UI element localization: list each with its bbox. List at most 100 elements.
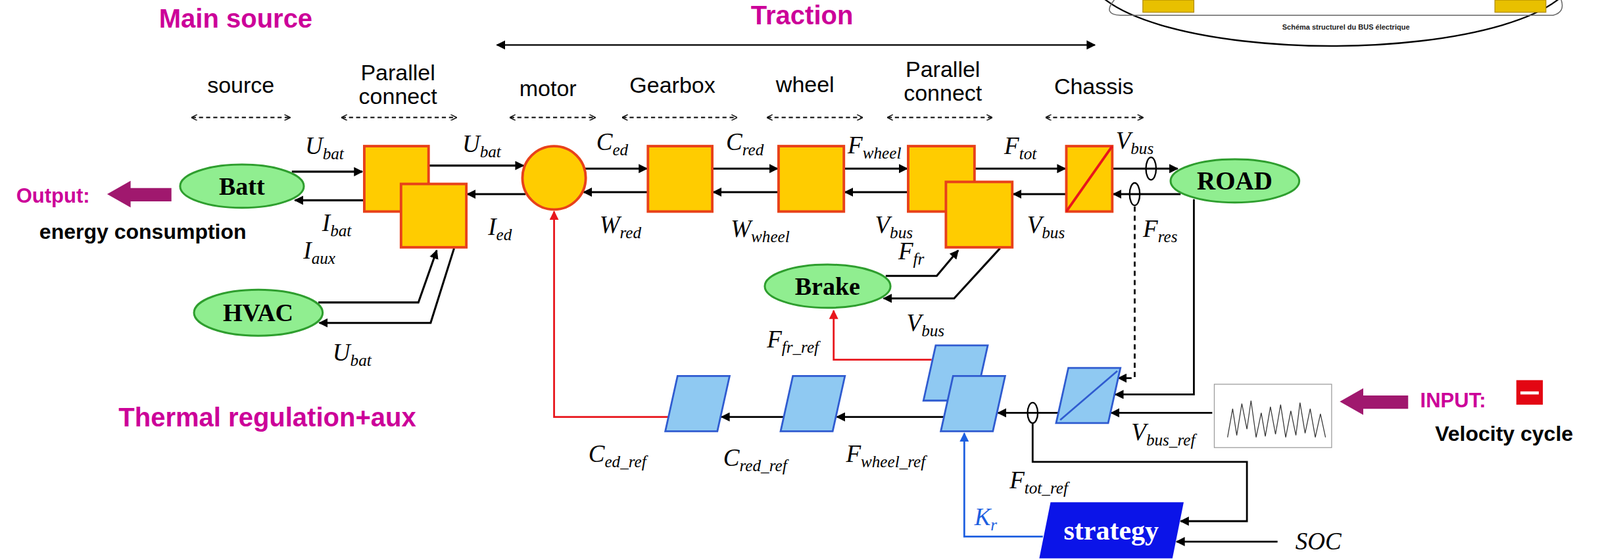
control-blocks	[665, 345, 1121, 431]
sensors	[1027, 157, 1157, 423]
velocity-plot	[1213, 384, 1332, 448]
signal-name: Cred	[726, 129, 764, 159]
span-arrows	[192, 117, 1143, 119]
output-arrow	[107, 180, 172, 208]
span-arrow	[192, 117, 291, 119]
span-arrow	[887, 117, 992, 119]
signal-name: Vbus	[874, 212, 913, 242]
road-source: ROAD	[1168, 157, 1302, 204]
node-label: Brake	[795, 271, 861, 301]
signal-name: Ubat	[305, 133, 344, 163]
signal-name: Wred	[599, 212, 642, 242]
signal-name: Ced	[596, 129, 629, 159]
signal-name: Vbus_ref	[1131, 419, 1195, 449]
signal-name: Cred_ref	[723, 445, 788, 475]
sensor	[1129, 182, 1141, 206]
arrow	[1113, 193, 1181, 196]
signal-name: Fwheel	[847, 132, 901, 162]
arrow	[428, 164, 524, 167]
signal-name: Ffr_ref	[766, 326, 819, 356]
input-arrow	[1339, 387, 1408, 415]
signal-name: Kr	[974, 504, 997, 534]
motor-block	[522, 145, 586, 210]
arrow	[318, 249, 437, 302]
node-label: Batt	[218, 171, 266, 201]
signal-name: Fwheel_ref	[845, 440, 926, 470]
signal-name: Ffr	[898, 238, 924, 268]
span-arrow	[1045, 117, 1143, 119]
arrow	[974, 167, 1066, 170]
arrow	[1118, 206, 1136, 379]
picture-caption: Schéma structurel du BUS électrique	[1282, 23, 1410, 32]
span-arrow	[341, 117, 457, 119]
control-block	[780, 375, 846, 431]
arrow	[845, 190, 909, 193]
arrow	[584, 167, 648, 170]
arrow	[836, 415, 944, 418]
io-tag: INPUT:	[1420, 389, 1487, 412]
picture-frame	[1089, 0, 1574, 47]
node-label: HVAC	[222, 297, 294, 327]
io-description: energy consumption	[39, 220, 247, 244]
arrow	[1115, 199, 1194, 395]
component-label: Parallel connect	[348, 61, 448, 108]
gearbox-block	[647, 145, 713, 212]
arrow	[1176, 540, 1278, 543]
arrow	[319, 247, 455, 323]
span-arrow	[622, 117, 738, 119]
span-arrow	[767, 117, 863, 119]
sensor	[1146, 157, 1157, 180]
component-label: Gearbox	[629, 74, 715, 98]
node-shape	[180, 164, 304, 208]
battery-source: Batt	[178, 163, 306, 210]
accumulation-diagonal	[1066, 145, 1113, 212]
component-label: Chassis	[1054, 74, 1134, 99]
arrow	[291, 170, 363, 173]
arrow	[843, 167, 907, 170]
arrow	[998, 411, 1059, 414]
energy-blocks	[364, 145, 1113, 248]
signal-name: Wwheel	[730, 216, 790, 246]
node-shape	[1040, 503, 1183, 558]
control-arrows	[721, 199, 1278, 542]
node-shape	[764, 264, 891, 308]
section-heading: Thermal regulation+aux	[118, 403, 416, 431]
arrow	[1112, 167, 1178, 170]
component-label: source	[207, 74, 275, 98]
signal-name: Ftot_ref	[1009, 467, 1068, 497]
inversion-block	[1056, 367, 1121, 423]
signal-name: Ubat	[332, 339, 372, 369]
arrow	[583, 190, 649, 193]
node-label: strategy	[1063, 514, 1159, 546]
coupling-block	[945, 181, 1013, 247]
logo-mark	[1516, 380, 1543, 405]
io-description: Velocity cycle	[1434, 422, 1574, 446]
signal-name: Vbus	[1027, 212, 1066, 242]
signal-name: Vbus	[1115, 128, 1155, 158]
span-arrow	[510, 117, 596, 119]
component-label: motor	[519, 76, 577, 101]
coupling-block	[401, 184, 467, 248]
component-label: Parallel connect	[893, 58, 993, 106]
chassis-block	[1066, 145, 1113, 212]
node-label: ROAD	[1196, 165, 1273, 196]
bus-battery	[1494, 0, 1547, 13]
signal-name: Vbus	[906, 310, 946, 340]
control-block	[941, 375, 1006, 431]
node-shape	[193, 289, 323, 336]
arrow	[467, 193, 526, 196]
node-shape	[1170, 159, 1300, 203]
signal-name: Ibat	[322, 209, 352, 239]
section-heading: Traction	[751, 1, 854, 29]
arrow	[721, 415, 784, 418]
component-label: wheel	[775, 72, 835, 97]
bus-outline	[1109, 0, 1563, 16]
inversion-diagonal	[1060, 370, 1118, 421]
span-arrow	[497, 44, 1095, 46]
hvac-source: HVAC	[192, 288, 325, 338]
bus-battery	[1142, 0, 1195, 13]
wheel-block	[778, 145, 844, 212]
velocity-trace	[1227, 400, 1326, 438]
arrow	[885, 249, 959, 276]
